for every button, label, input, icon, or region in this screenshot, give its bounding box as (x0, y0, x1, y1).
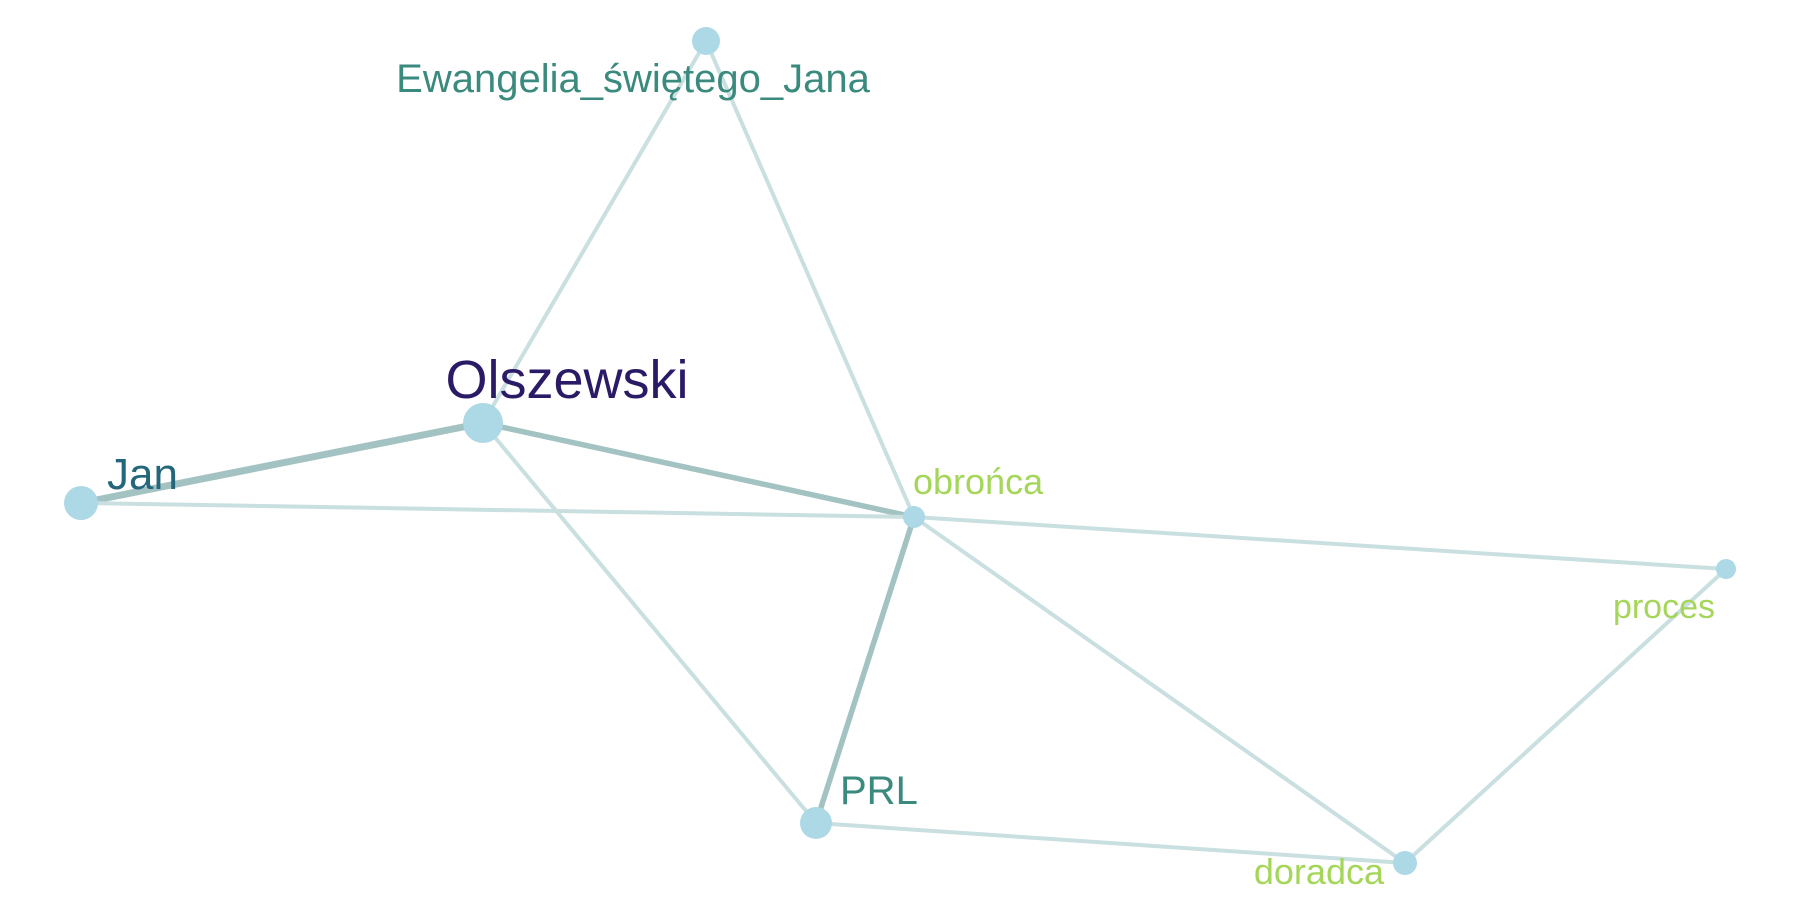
node-label-obronca: obrońca (913, 461, 1044, 502)
node-doradca[interactable] (1393, 851, 1417, 875)
node-label-proces: proces (1613, 588, 1715, 626)
edge-obronca-prl (813, 514, 917, 826)
node-obronca[interactable] (903, 506, 925, 528)
edge-olszewski-obronca (480, 420, 917, 520)
node-label-olszewski: Olszewski (445, 350, 688, 410)
node-jan[interactable] (64, 486, 98, 520)
edge-olszewski-ewangelia (481, 39, 708, 425)
edge-olszewski-prl (481, 421, 818, 825)
edge-jan-obronca (79, 501, 916, 519)
node-layer (64, 27, 1736, 875)
node-ewangelia[interactable] (692, 27, 720, 55)
edge-jan-olszewski (77, 419, 487, 507)
edge-obronca-proces (912, 515, 1728, 571)
edge-proces-doradca (1403, 567, 1728, 865)
node-label-jan: Jan (107, 450, 178, 499)
node-label-prl: PRL (840, 769, 918, 813)
edge-layer (77, 39, 1728, 865)
edge-obronca-doradca (912, 515, 1407, 865)
node-olszewski[interactable] (463, 403, 503, 443)
node-label-doradca: doradca (1254, 851, 1385, 892)
edge-prl-doradca (814, 821, 1407, 865)
edge-ewangelia-obronca (704, 39, 916, 519)
node-prl[interactable] (800, 807, 832, 839)
node-label-ewangelia: Ewangelia_świętego_Jana (396, 57, 870, 101)
node-proces[interactable] (1716, 559, 1736, 579)
